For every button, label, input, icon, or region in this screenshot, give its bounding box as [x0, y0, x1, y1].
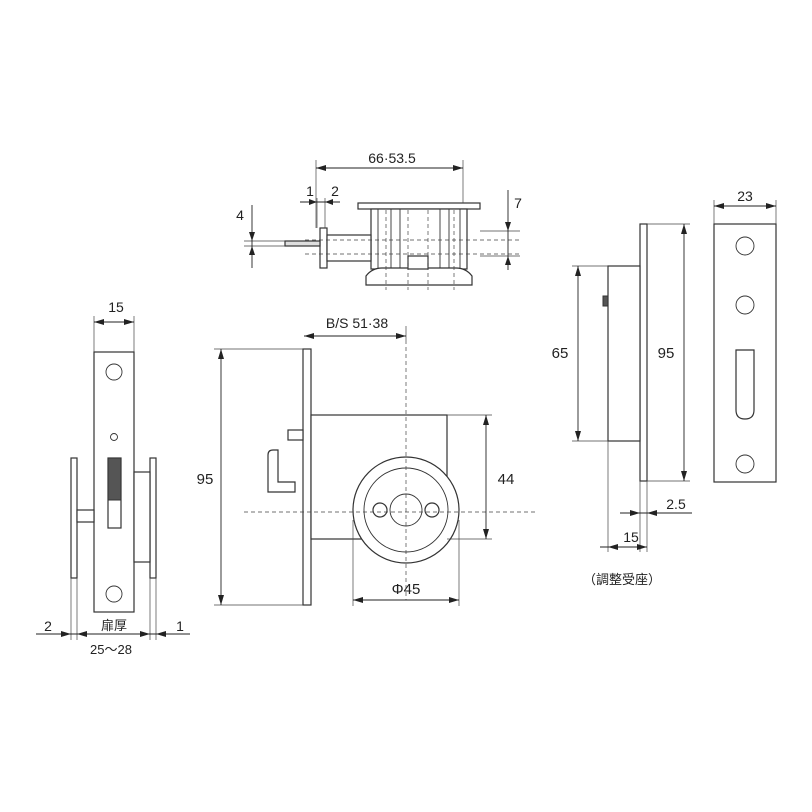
center-95-label: 95: [197, 471, 214, 488]
top-4-label: 4: [236, 207, 244, 223]
center-view: B/S 51·38 95 44 Φ45: [197, 315, 535, 606]
strike-side-view: 65 95 2.5 15 （調整受座）: [552, 223, 692, 587]
backset-label: B/S 51·38: [326, 315, 388, 331]
top-gap-2-label: 2: [331, 183, 339, 199]
right-2-5-label: 2.5: [666, 496, 686, 512]
top-view: 66·53.5 1 2 4 7: [236, 150, 522, 290]
top-gap-1-label: 1: [306, 183, 314, 199]
right-15-label: 15: [623, 529, 639, 545]
left-1-label: 1: [176, 618, 184, 634]
center-44-label: 44: [498, 471, 515, 488]
right-width-label: 23: [737, 188, 753, 204]
left-view: 15 2 1 扉厚 25～28: [36, 299, 190, 657]
right-95-label: 95: [658, 345, 675, 362]
door-thickness-label: 扉厚: [101, 618, 127, 633]
door-thickness-range: 25～28: [90, 642, 132, 657]
top-7-label: 7: [514, 195, 522, 211]
left-2-label: 2: [44, 618, 52, 634]
right-65-label: 65: [552, 345, 569, 362]
strike-caption: （調整受座）: [583, 572, 661, 587]
left-width-label: 15: [108, 299, 124, 315]
strike-plate-front: 23: [713, 188, 777, 483]
top-width-label: 66·53.5: [368, 150, 416, 166]
diameter-label: Φ45: [392, 581, 421, 598]
